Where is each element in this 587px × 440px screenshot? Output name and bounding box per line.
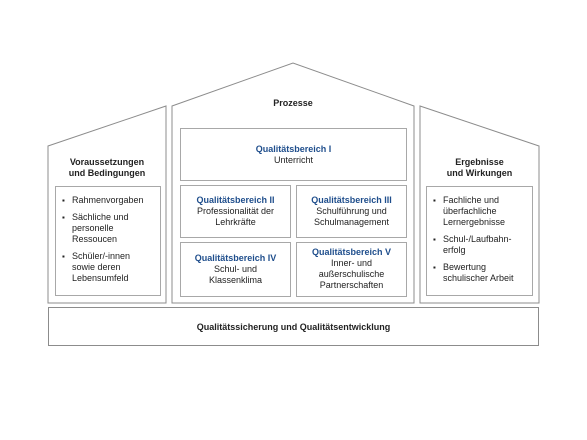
quality-area-1-text: Unterricht bbox=[273, 155, 313, 165]
left-title-line2: und Bedingungen bbox=[68, 168, 146, 178]
bullet-icon: ▪ bbox=[62, 196, 65, 205]
right-title-line2: und Wirkungen bbox=[446, 168, 513, 178]
quality-area-1: Qualitätsbereich I Unterricht bbox=[180, 128, 407, 181]
right-pillar-title: Ergebnisse und Wirkungen bbox=[420, 157, 539, 179]
quality-area-2-head: Qualitätsbereich II bbox=[196, 195, 275, 205]
left-pillar-box: ▪ Rahmenvorgaben ▪ Sächliche und persone… bbox=[55, 186, 161, 296]
left-pillar-outline bbox=[47, 105, 167, 304]
right-title-line1: Ergebnisse bbox=[455, 157, 504, 167]
quality-area-5-head: Qualitätsbereich V bbox=[311, 247, 392, 257]
list-item: ▪ Fachliche und überfachliche Lernergebn… bbox=[433, 195, 506, 227]
list-item: ▪ Sächliche und personelle Ressoucen bbox=[62, 212, 129, 244]
quality-area-1-head: Qualitätsbereich I bbox=[255, 144, 332, 154]
left-pillar-list: ▪ Rahmenvorgaben ▪ Sächliche und persone… bbox=[62, 195, 156, 284]
quality-area-2: Qualitätsbereich II Professionalität der… bbox=[180, 185, 291, 238]
center-building-outline bbox=[171, 62, 415, 304]
quality-area-5: Qualitätsbereich V Inner- und außerschul… bbox=[296, 242, 407, 297]
foundation-box: Qualitätssicherung und Qualitätsentwickl… bbox=[48, 307, 539, 346]
bullet-icon: ▪ bbox=[433, 235, 436, 244]
quality-area-3: Qualitätsbereich III Schulführung und Sc… bbox=[296, 185, 407, 238]
center-title: Prozesse bbox=[273, 98, 313, 108]
quality-area-4-head: Qualitätsbereich IV bbox=[194, 253, 277, 263]
quality-area-3-head: Qualitätsbereich III bbox=[311, 195, 392, 205]
bullet-icon: ▪ bbox=[433, 196, 436, 205]
list-item: ▪ Schul-/Laufbahn- erfolg bbox=[433, 234, 512, 255]
list-item: ▪ Rahmenvorgaben bbox=[62, 195, 144, 205]
quality-area-4: Qualitätsbereich IV Schul- und Klassenkl… bbox=[180, 242, 291, 297]
foundation-label: Qualitätssicherung und Qualitätsentwickl… bbox=[196, 321, 391, 332]
bullet-icon: ▪ bbox=[62, 213, 65, 222]
list-item: ▪ Bewertung schulischer Arbeit bbox=[433, 262, 514, 283]
right-pillar-outline bbox=[419, 105, 540, 304]
list-item: ▪ Schüler/-innen sowie deren Lebensumfel… bbox=[62, 251, 131, 283]
right-pillar-list: ▪ Fachliche und überfachliche Lernergebn… bbox=[433, 195, 530, 284]
bullet-icon: ▪ bbox=[62, 252, 65, 261]
left-title-line1: Voraussetzungen bbox=[69, 157, 145, 167]
bullet-icon: ▪ bbox=[433, 263, 436, 272]
right-pillar-box: ▪ Fachliche und überfachliche Lernergebn… bbox=[426, 186, 533, 296]
left-pillar-title: Voraussetzungen und Bedingungen bbox=[48, 157, 166, 179]
